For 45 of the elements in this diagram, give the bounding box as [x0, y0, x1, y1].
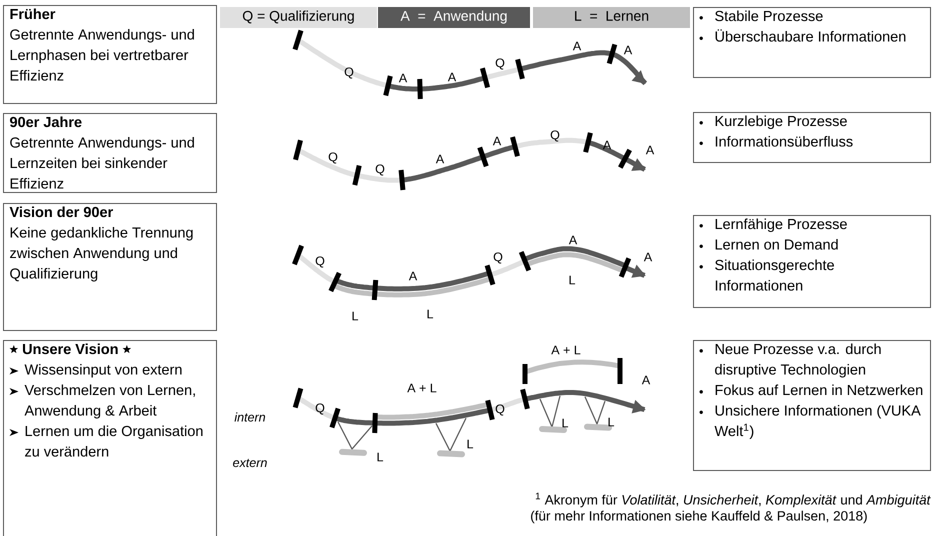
legend-item: Q = Qualifizierung [220, 7, 377, 28]
curve-label: L [468, 440, 474, 448]
curve-label: A [602, 140, 612, 150]
curve-label: Q [316, 256, 324, 268]
curve-label: L [428, 310, 434, 318]
curve-label: A [572, 42, 582, 50]
curve-label: A + L [551, 346, 580, 354]
curve-label: L [352, 312, 358, 320]
curve-label: A [398, 74, 408, 82]
footnote: $^{1}$ Akronym für Volatilität, Unsicherheit, Komplexität und Ambiguität [536, 492, 931, 508]
curve-label: A [644, 252, 652, 262]
curve-label: Q [376, 164, 384, 176]
curve-label: Q [496, 404, 504, 416]
text-box: Stabile Prozesse Überschaubare Informationen [693, 7, 931, 78]
curve-label: A [568, 236, 578, 244]
curve-label: A [624, 46, 632, 54]
legend-item: A = Anwendung [378, 7, 530, 28]
curve-label: A + L [407, 384, 436, 392]
curve-label: A [646, 146, 654, 154]
text-box: Lernfähige Prozesse Lernen on Demand Situationsgerechte Informationen [693, 215, 931, 308]
text-box: Kurzlebige Prozesse Informationsüberfluss [693, 112, 931, 163]
curve-label: A [436, 154, 444, 164]
curve-label: Q [328, 152, 338, 164]
curve-label: A [492, 136, 502, 146]
curve-label: A [408, 272, 418, 280]
curve-label: A [642, 376, 650, 384]
text-box: Unsere Vision Wissensinput von extern Verschmelzen von Lernen, Anwendung & Arbeit Lernen um die Organisation zu verändern [3, 340, 217, 536]
curve-label: Q [316, 403, 324, 415]
curve-label: L [608, 418, 614, 426]
legend-item: L = Lernen [533, 7, 690, 28]
curve-label: L [378, 452, 384, 462]
curve-label: Q [550, 130, 560, 142]
curve-label: Q [494, 252, 502, 264]
footnote: (für mehr Informationen siehe Kauffeld & Paulsen, 2018) [531, 510, 867, 524]
curve-label: extern [233, 458, 267, 468]
curve-label: Q [344, 67, 354, 79]
text-box: Vision der 90er Keine gedankliche Trennung zwischen Anwendung und Qualifizierung [3, 203, 217, 331]
text-box: 90er Jahre Getrennte Anwendungs- und Lernzeiten bei sinkender Effizienz [3, 113, 217, 193]
curve-label: L [570, 276, 576, 284]
curve-label: Q [496, 58, 504, 70]
text-box: Neue Prozesse v.a. durch disruptive Technologien Fokus auf Lernen in Netzwerken Unsichere Informationen (VUKA Welt$^{1}$) [693, 340, 931, 471]
curve-label: intern [234, 412, 266, 422]
text-box: Früher Getrennte Anwendungs- und Lernphasen bei vertretbarer Effizienz [3, 5, 217, 104]
curve-label: L [562, 418, 568, 428]
curve-label: A [448, 72, 456, 82]
